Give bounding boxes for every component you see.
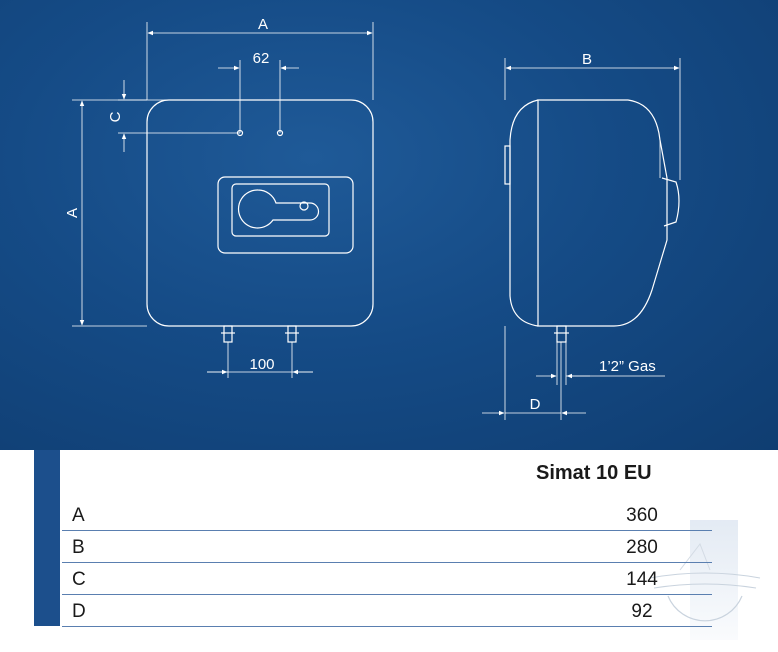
thermostat-knob-icon: [237, 189, 320, 229]
control-panel: [217, 176, 354, 254]
spec-row-a: A 360: [62, 500, 712, 531]
watermark-logo-icon: [649, 542, 761, 622]
spec-label: A: [72, 505, 85, 526]
gas-connection-label: 1’2” Gas: [599, 358, 656, 375]
heater-side-body: [537, 99, 668, 327]
spec-row-b: B 280: [62, 532, 712, 563]
side-view: [482, 58, 681, 420]
side-pipe: [556, 325, 567, 343]
pipe-offset-d-label: D: [530, 396, 541, 413]
spec-row-c: C 144: [62, 564, 712, 595]
offset-c-label: C: [107, 111, 124, 122]
pipe-spacing-label: 100: [249, 356, 274, 373]
spec-value: 144: [626, 569, 658, 590]
inlet-pipe: [223, 325, 233, 343]
front-width-label: A: [258, 16, 268, 33]
spec-row-d: D 92: [62, 596, 712, 627]
side-depth-label: B: [582, 51, 592, 68]
front-cover-knob: [661, 177, 680, 227]
dimension-drawing: A 62 C A 100: [64, 16, 681, 420]
spec-label: B: [72, 537, 85, 558]
outlet-pipe: [287, 325, 297, 343]
spec-label: D: [72, 601, 86, 622]
thermostat-indicator: [299, 201, 309, 211]
front-height-label: A: [64, 208, 81, 218]
table-accent-bar: [34, 450, 60, 626]
spec-value: 280: [626, 537, 658, 558]
spec-label: C: [72, 569, 86, 590]
model-name-heading: Simat 10 EU: [536, 462, 652, 484]
spec-value: 360: [626, 505, 658, 526]
heater-front-body: [146, 99, 374, 327]
control-panel-inner: [231, 183, 330, 237]
spacing-62-label: 62: [253, 50, 270, 67]
front-view: [72, 22, 374, 378]
technical-drawing-panel: A 62 C A 100: [0, 0, 778, 450]
wall-bracket: [509, 99, 539, 327]
spec-value: 92: [631, 601, 653, 622]
specification-table: Simat 10 EU A 360 B 280 C 144 D 92: [0, 450, 778, 652]
